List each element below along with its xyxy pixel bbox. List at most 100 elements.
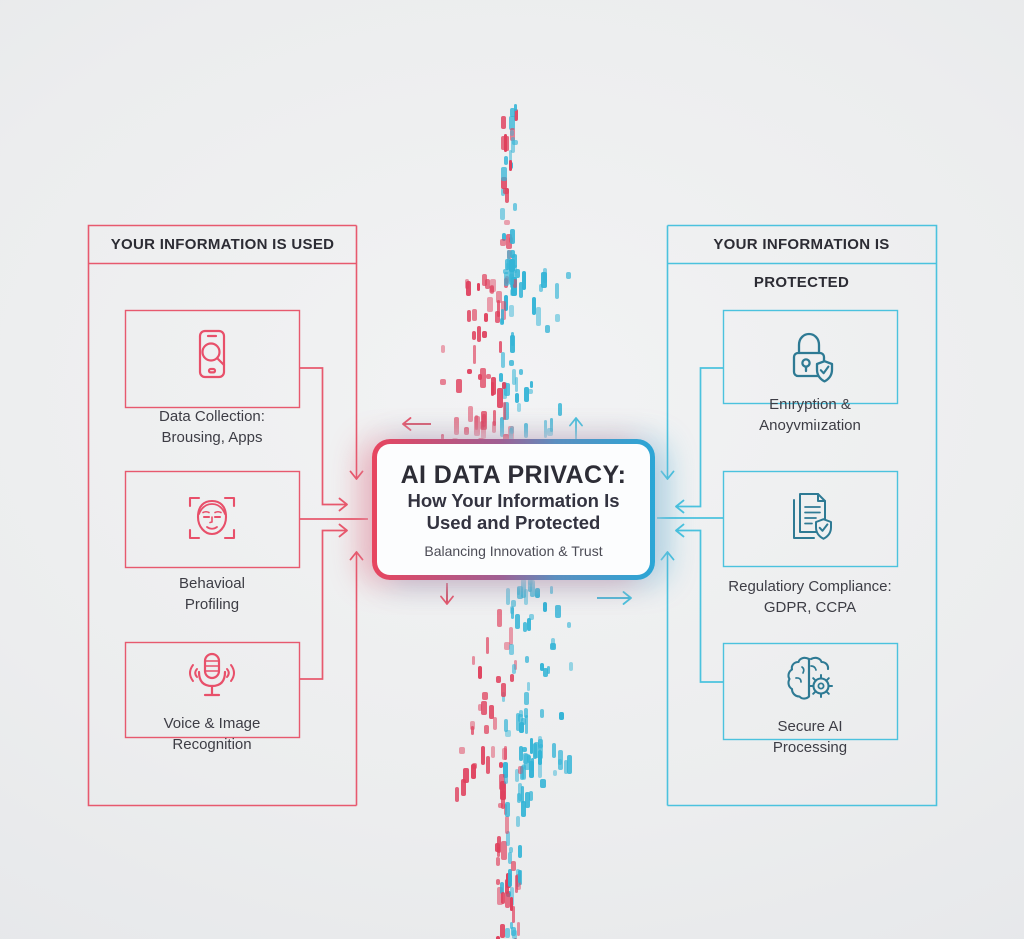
- data-dash: [487, 297, 493, 312]
- data-dash: [459, 746, 465, 754]
- data-dash: [537, 735, 542, 751]
- data-dash: [495, 290, 502, 304]
- data-dash: [477, 325, 482, 343]
- data-dash: [513, 108, 518, 121]
- left-item-box-2: [124, 470, 301, 569]
- data-dash: [566, 755, 572, 775]
- data-dash: [529, 614, 534, 620]
- data-dash: [505, 187, 510, 204]
- face-scan-icon: [180, 486, 244, 550]
- data-dash: [514, 392, 520, 404]
- right-item-label-1-line-1: Enıryption &: [769, 396, 851, 413]
- data-dash: [524, 386, 530, 403]
- data-dash: [514, 376, 519, 392]
- center-flow-arrows: [402, 417, 632, 605]
- data-dash: [500, 682, 506, 697]
- data-dash: [504, 155, 508, 165]
- data-dash: [477, 703, 482, 712]
- data-dash: [469, 720, 475, 731]
- data-dash: [490, 279, 497, 293]
- data-dash: [463, 767, 469, 783]
- data-dash: [492, 420, 496, 434]
- data-dash: [529, 761, 534, 778]
- data-dash: [523, 708, 528, 718]
- data-dash: [516, 713, 521, 731]
- data-dash: [440, 433, 445, 443]
- data-dash: [454, 417, 460, 435]
- data-dash: [530, 737, 534, 754]
- data-dash: [566, 271, 572, 280]
- data-dash: [464, 279, 469, 290]
- data-dash: [501, 381, 507, 390]
- center-title-box-inner: AI DATA PRIVACY: How Your Information Is…: [377, 444, 650, 575]
- data-dash: [542, 667, 549, 678]
- data-dash: [454, 786, 460, 802]
- data-dash: [530, 579, 536, 598]
- data-dash: [519, 281, 523, 299]
- data-dash: [503, 762, 508, 778]
- data-dash: [541, 272, 547, 289]
- data-dash: [466, 280, 472, 296]
- data-dash: [482, 692, 488, 701]
- data-dash: [517, 782, 523, 802]
- data-dash: [489, 704, 494, 719]
- left-panel-title: YOUR INFORMATION IS USED: [110, 236, 335, 253]
- data-dash: [481, 411, 487, 430]
- data-dash: [517, 792, 522, 804]
- data-dash: [540, 778, 547, 788]
- data-dash: [498, 762, 504, 769]
- data-dash: [456, 378, 462, 393]
- data-dash: [508, 160, 513, 171]
- data-dash: [521, 763, 526, 780]
- data-dash: [490, 746, 496, 758]
- data-dash: [509, 129, 514, 137]
- data-dash: [537, 739, 544, 748]
- left-item-box-3: [124, 641, 301, 739]
- data-dash: [501, 188, 505, 196]
- right-item-box-2: [722, 470, 899, 568]
- data-dash: [498, 373, 504, 382]
- data-dash: [484, 312, 489, 323]
- data-dash: [464, 427, 470, 436]
- data-dash: [528, 389, 534, 395]
- data-dash: [509, 360, 514, 366]
- data-dash: [558, 759, 563, 765]
- left-item-label-1-line-1: Data Collection:: [159, 408, 265, 425]
- data-dash: [490, 381, 494, 396]
- data-dash: [506, 830, 511, 846]
- data-dash: [499, 781, 506, 801]
- left-item-box-1: [124, 309, 301, 409]
- data-dash: [495, 878, 500, 886]
- left-item-label-3-line-1: Voice & Image: [163, 715, 261, 732]
- data-dash: [520, 578, 527, 598]
- data-dash: [493, 409, 497, 427]
- data-dash: [510, 861, 516, 871]
- center-title-box: AI DATA PRIVACY: How Your Information Is…: [372, 439, 655, 580]
- data-dash: [538, 758, 543, 778]
- data-dash: [520, 786, 525, 804]
- data-dash: [505, 259, 511, 271]
- data-dash: [511, 906, 516, 923]
- data-dash: [524, 589, 528, 605]
- data-dash: [518, 368, 523, 376]
- subtitle-line-2: Used and Protected: [426, 511, 601, 533]
- data-dash: [484, 278, 491, 290]
- data-dash: [477, 374, 482, 381]
- data-dash: [566, 621, 571, 629]
- data-dash: [480, 368, 486, 388]
- data-dash: [497, 608, 502, 627]
- data-dash: [500, 115, 507, 130]
- data-dash: [509, 874, 513, 882]
- data-dash: [510, 107, 516, 117]
- data-dash: [498, 341, 502, 353]
- data-dash: [520, 801, 526, 818]
- data-dash: [526, 682, 530, 691]
- data-dash: [481, 700, 487, 715]
- data-dash: [472, 330, 476, 341]
- data-dash: [542, 601, 548, 612]
- data-dash: [471, 763, 477, 780]
- data-dash: [499, 923, 506, 938]
- data-dash: [441, 344, 446, 354]
- data-dash: [512, 278, 518, 288]
- data-dash: [518, 745, 523, 761]
